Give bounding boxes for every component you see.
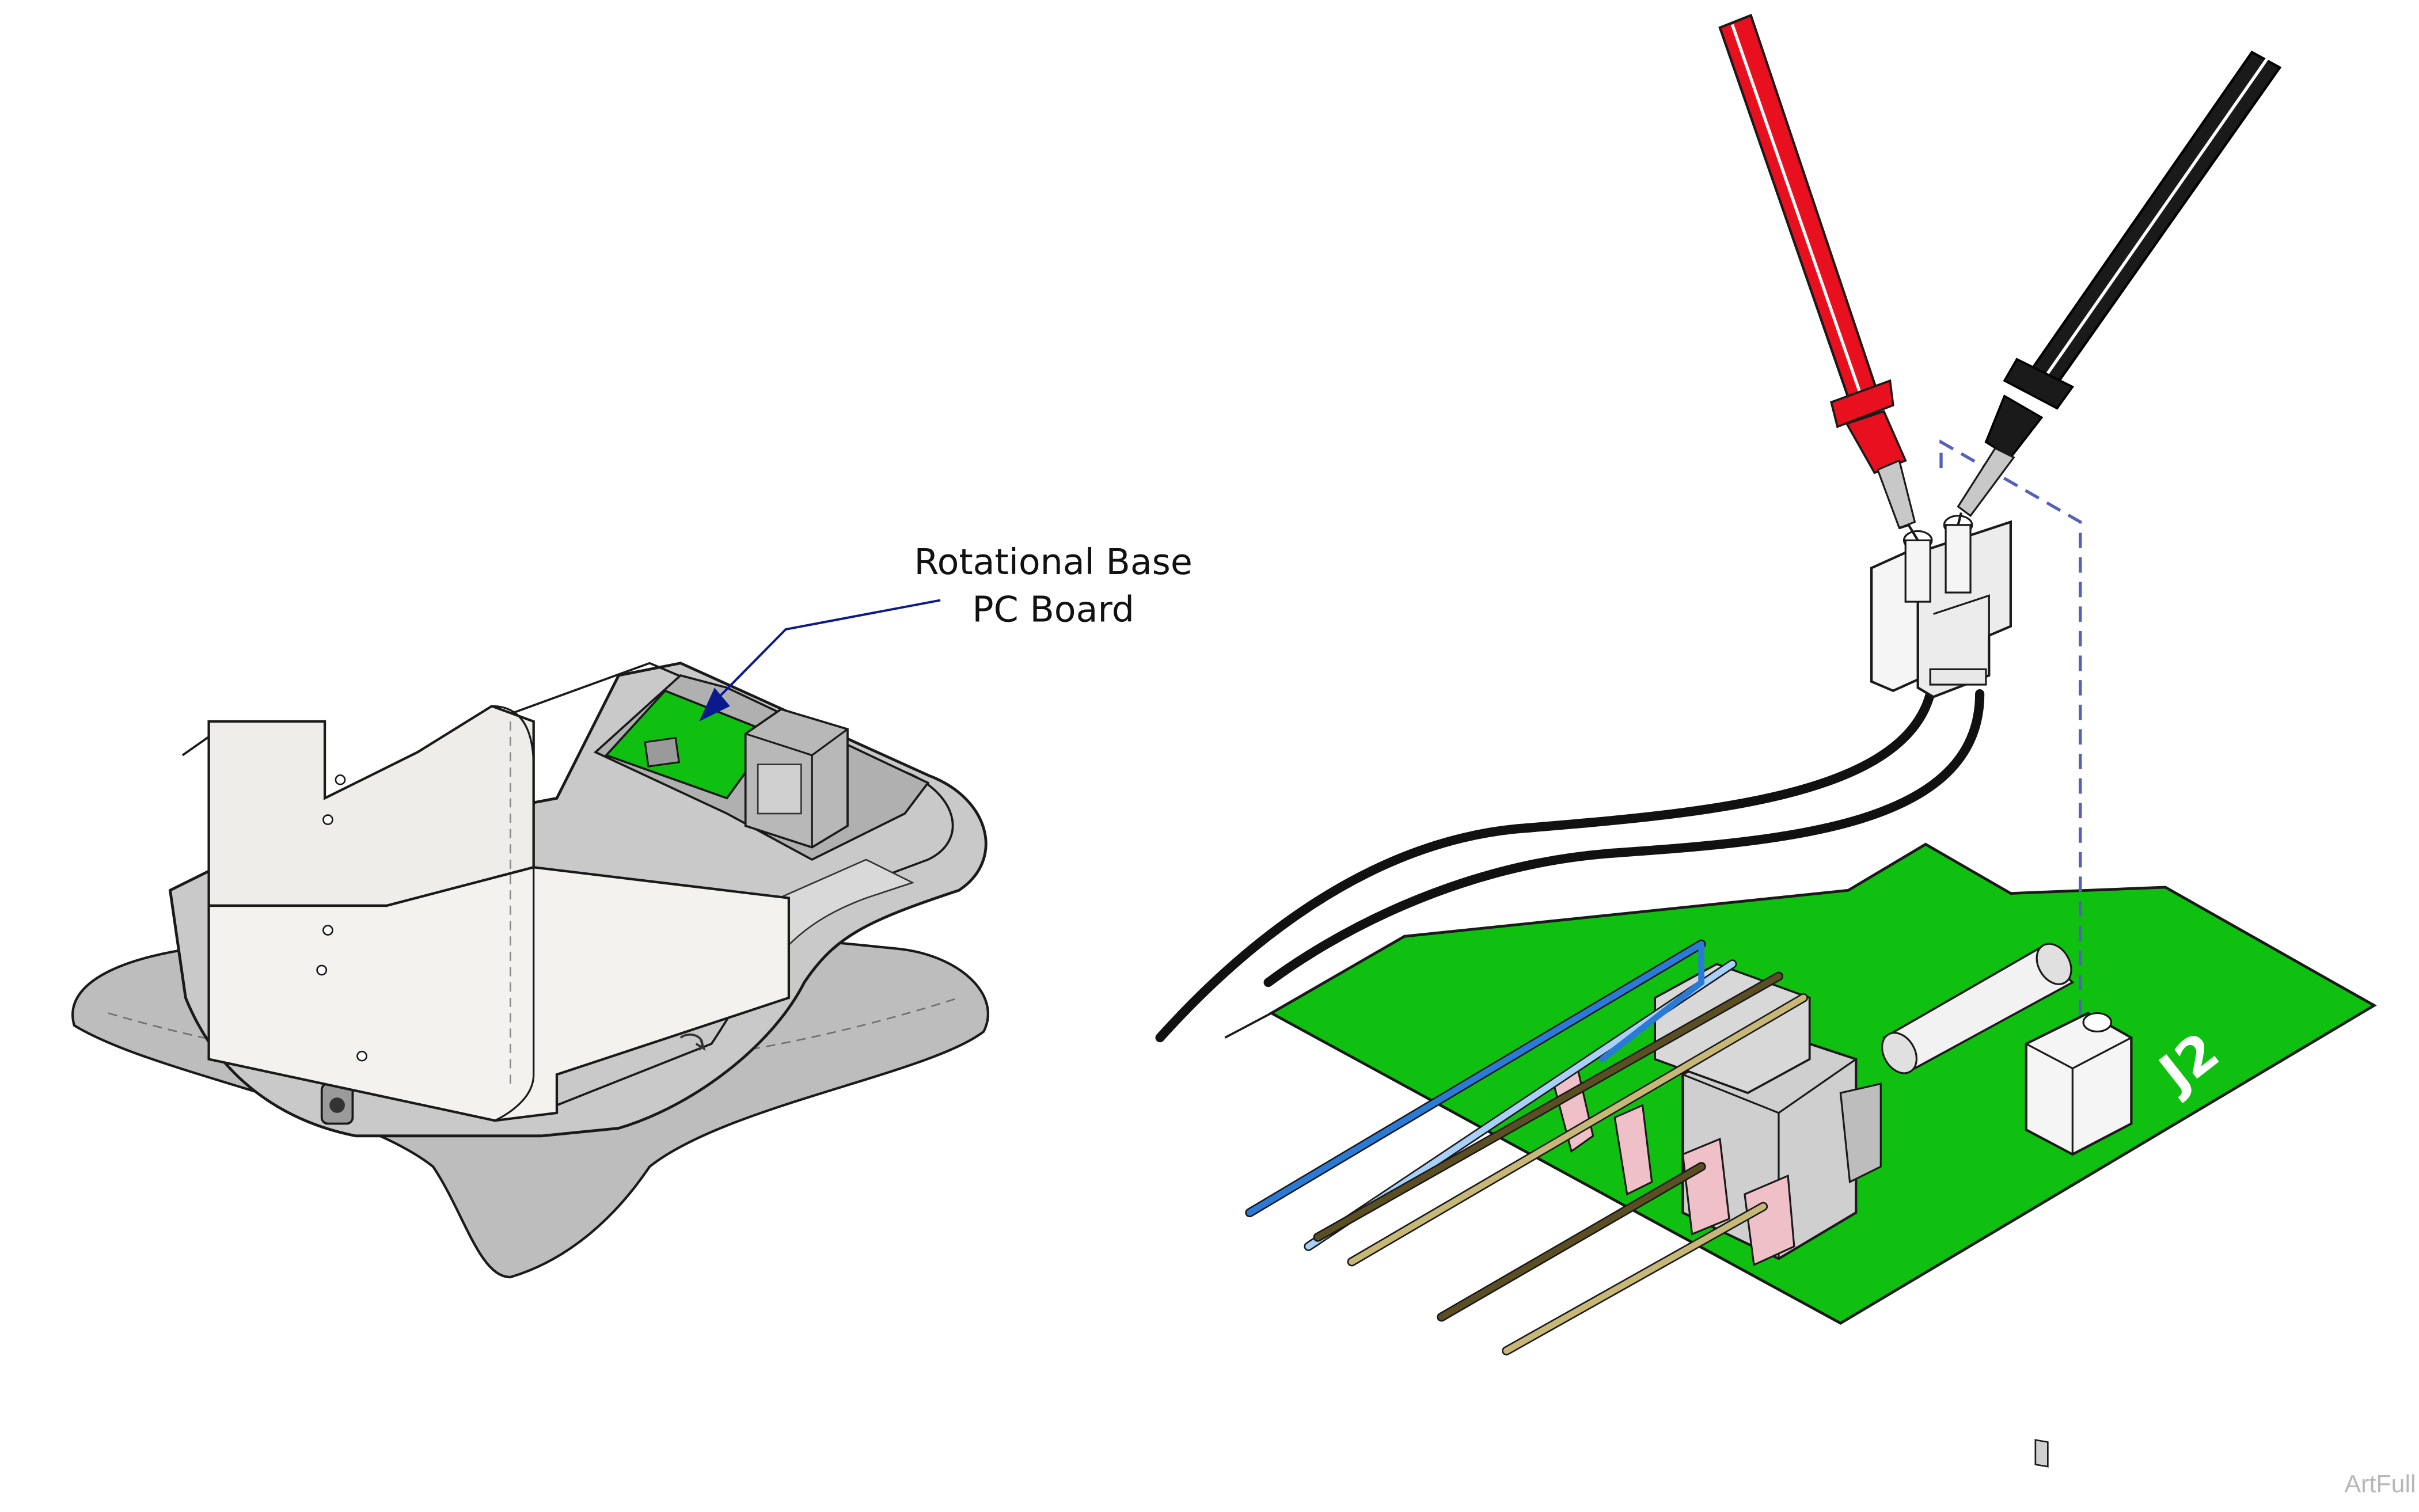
test-plug-connector [1870, 515, 2012, 698]
callout-label-line1: Rotational Base [914, 541, 1193, 583]
watermark-text: ArtFull [2345, 1470, 2416, 1498]
brown-wires [1313, 971, 1809, 1356]
pc-board-closeup: J2 [1224, 439, 2377, 1468]
probe-cable-lower [1263, 689, 1985, 987]
fuse [1881, 943, 2075, 1074]
j2-connector [2025, 1012, 2133, 1468]
cover-panel-corner [492, 705, 535, 1122]
callout-arrowhead [699, 687, 730, 722]
pc-board-callout: Rotational Base PC Board [699, 541, 1193, 722]
cover-screws [316, 774, 367, 1062]
base-connector-port [320, 1082, 354, 1125]
cover-left-edge [181, 736, 210, 757]
red-test-probe [1718, 13, 1919, 541]
callout-leader-line [716, 599, 941, 700]
callout-label-line2: PC Board [972, 589, 1134, 630]
rotational-base-assembly [71, 662, 989, 1279]
cover-panel-top [207, 704, 535, 907]
alignment-guide-dashed [1939, 439, 2082, 1023]
transformer [744, 708, 849, 849]
probe-cable-upper [1155, 689, 1935, 1043]
pc-board-chip [644, 736, 681, 768]
black-test-probe [1957, 50, 2282, 526]
cover-panel-front [207, 866, 791, 1122]
meter-probes [1155, 13, 2282, 1043]
rotation-arrows-icon [679, 1033, 706, 1051]
pink-terminals [1551, 1067, 1795, 1267]
pcb-bottom-edge [1224, 1012, 1272, 1039]
